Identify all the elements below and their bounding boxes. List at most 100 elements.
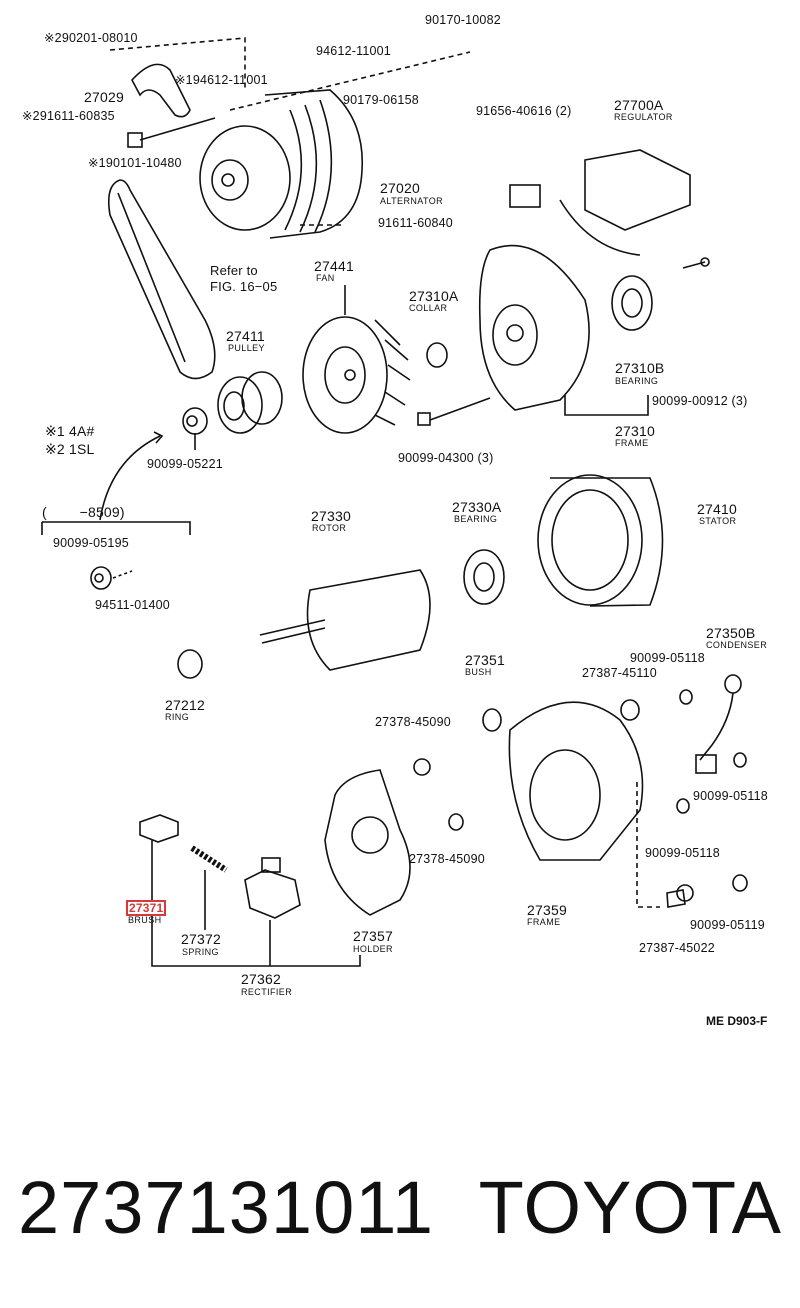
part-name: ROTOR: [312, 523, 347, 533]
part-label[interactable]: 27350B: [706, 625, 756, 641]
part-label[interactable]: 90099-00912 (3): [652, 394, 748, 408]
part-label[interactable]: 90099-05118: [693, 789, 768, 803]
part-label[interactable]: 91611-60840: [378, 216, 453, 230]
bracket-27029: [131, 63, 191, 118]
part-label[interactable]: 27310A: [409, 288, 459, 304]
part-label[interactable]: 27330: [311, 508, 351, 524]
alternator-assembly: [199, 89, 364, 239]
brush-27371: [139, 814, 179, 843]
drive-belt: [107, 179, 216, 380]
part-label[interactable]: 94612-11001: [316, 44, 391, 58]
nut-1: [679, 689, 693, 705]
part-name: RECTIFIER: [241, 987, 293, 997]
note: ※1 4A#: [45, 423, 95, 439]
part-label[interactable]: 90099-04300 (3): [398, 451, 494, 465]
part-label[interactable]: ※190101-10480: [88, 156, 182, 170]
ring-27212: [177, 649, 203, 679]
part-name: BEARING: [615, 376, 659, 386]
refer-note: FIG. 16−05: [210, 279, 278, 294]
adjust-bolt: [127, 117, 216, 148]
fan-27441: [302, 316, 411, 434]
part-label[interactable]: 27020: [380, 180, 420, 196]
part-label[interactable]: 27372: [181, 931, 221, 947]
condenser-27350B: [695, 674, 742, 774]
part-label[interactable]: 90099-05195: [53, 536, 129, 550]
drive-end-frame-27310: [478, 244, 590, 411]
washer-27378-a: [413, 758, 431, 776]
bush-27351: [482, 708, 502, 732]
part-label[interactable]: 27441: [314, 258, 354, 274]
part-name: FRAME: [615, 438, 649, 448]
part-name: CONDENSER: [706, 640, 768, 650]
part-name: SPRING: [182, 947, 219, 957]
nut-4: [732, 874, 748, 892]
part-label[interactable]: ※291611-60835: [22, 109, 115, 123]
part-label[interactable]: 27212: [165, 697, 205, 713]
part-label[interactable]: 27362: [241, 971, 281, 987]
nut-90099-05195: [90, 566, 112, 590]
part-label[interactable]: 27378-45090: [409, 852, 485, 866]
part-label[interactable]: 27411: [226, 328, 265, 344]
insulator-27387-45110: [620, 699, 640, 721]
part-label[interactable]: 27310: [615, 423, 655, 439]
part-name: FAN: [316, 273, 335, 283]
part-name: REGULATOR: [614, 112, 673, 122]
part-name: BUSH: [465, 667, 492, 677]
part-label[interactable]: 90099-05119: [690, 918, 765, 932]
part-label[interactable]: 90099-05221: [147, 457, 223, 471]
part-label[interactable]: 94511-01400: [95, 598, 170, 612]
stator-27410: [537, 474, 664, 607]
part-label[interactable]: 90099-05118: [645, 846, 720, 860]
note: ※2 1SL: [45, 441, 95, 457]
holder-27357: [324, 769, 411, 916]
exploded-parts-diagram: ※290201-08010 90170-10082 94612-11001 27…: [22, 13, 768, 1028]
part-name: BEARING: [454, 514, 498, 524]
part-label[interactable]: 27387-45110: [582, 666, 657, 680]
diagram-code: ME D903-F: [706, 1014, 768, 1028]
rear-frame-27359: [508, 701, 644, 861]
part-label-highlighted[interactable]: 27371: [126, 900, 167, 916]
part-label[interactable]: 27359: [527, 902, 567, 918]
part-label[interactable]: 91656-40616 (2): [476, 104, 572, 118]
pulley-27411: [217, 371, 283, 434]
part-label[interactable]: 27378-45090: [375, 715, 451, 729]
part-name: ALTERNATOR: [380, 196, 444, 206]
brand-name: TOYOTA: [478, 1166, 782, 1249]
nut-2: [733, 752, 747, 768]
part-label[interactable]: ※290201-08010: [44, 31, 138, 45]
part-label[interactable]: 27330A: [452, 499, 502, 515]
regulator-27700A: [509, 149, 691, 256]
part-name: HOLDER: [353, 944, 393, 954]
insulator-27387-45022: [666, 884, 694, 908]
nut-3: [676, 798, 690, 814]
washer-27378-b: [448, 813, 464, 831]
part-label[interactable]: 27387-45022: [639, 941, 715, 955]
part-label[interactable]: 90170-10082: [425, 13, 501, 27]
part-name: RING: [165, 712, 190, 722]
nut-90099-05221: [182, 407, 208, 435]
collar-27310A: [426, 342, 448, 368]
bearing-27310B: [611, 275, 653, 331]
part-label[interactable]: 27029: [84, 89, 124, 105]
part-label[interactable]: 27357: [353, 928, 393, 944]
rotor-27330: [259, 569, 431, 671]
part-label[interactable]: 27351: [465, 652, 505, 668]
bearing-27330A: [463, 549, 505, 605]
part-label[interactable]: ※194612-11001: [175, 73, 268, 87]
screw-top-right: [682, 257, 710, 269]
part-label[interactable]: 90179-06158: [343, 93, 419, 107]
part-name: STATOR: [699, 516, 737, 526]
part-number: 2737131011: [18, 1166, 435, 1249]
part-label[interactable]: 27310B: [615, 360, 665, 376]
part-label[interactable]: 90099-05118: [630, 651, 705, 665]
part-label[interactable]: 27700A: [614, 97, 664, 113]
rectifier-27362: [244, 857, 301, 919]
part-name: BRUSH: [128, 915, 162, 925]
part-name: FRAME: [527, 917, 561, 927]
refer-note: Refer to: [210, 263, 258, 278]
part-name: PULLEY: [228, 343, 265, 353]
part-label[interactable]: 27410: [697, 501, 737, 517]
diagram-drawing: [41, 37, 748, 967]
part-name: COLLAR: [409, 303, 448, 313]
range-note: ( −8509): [42, 504, 125, 520]
